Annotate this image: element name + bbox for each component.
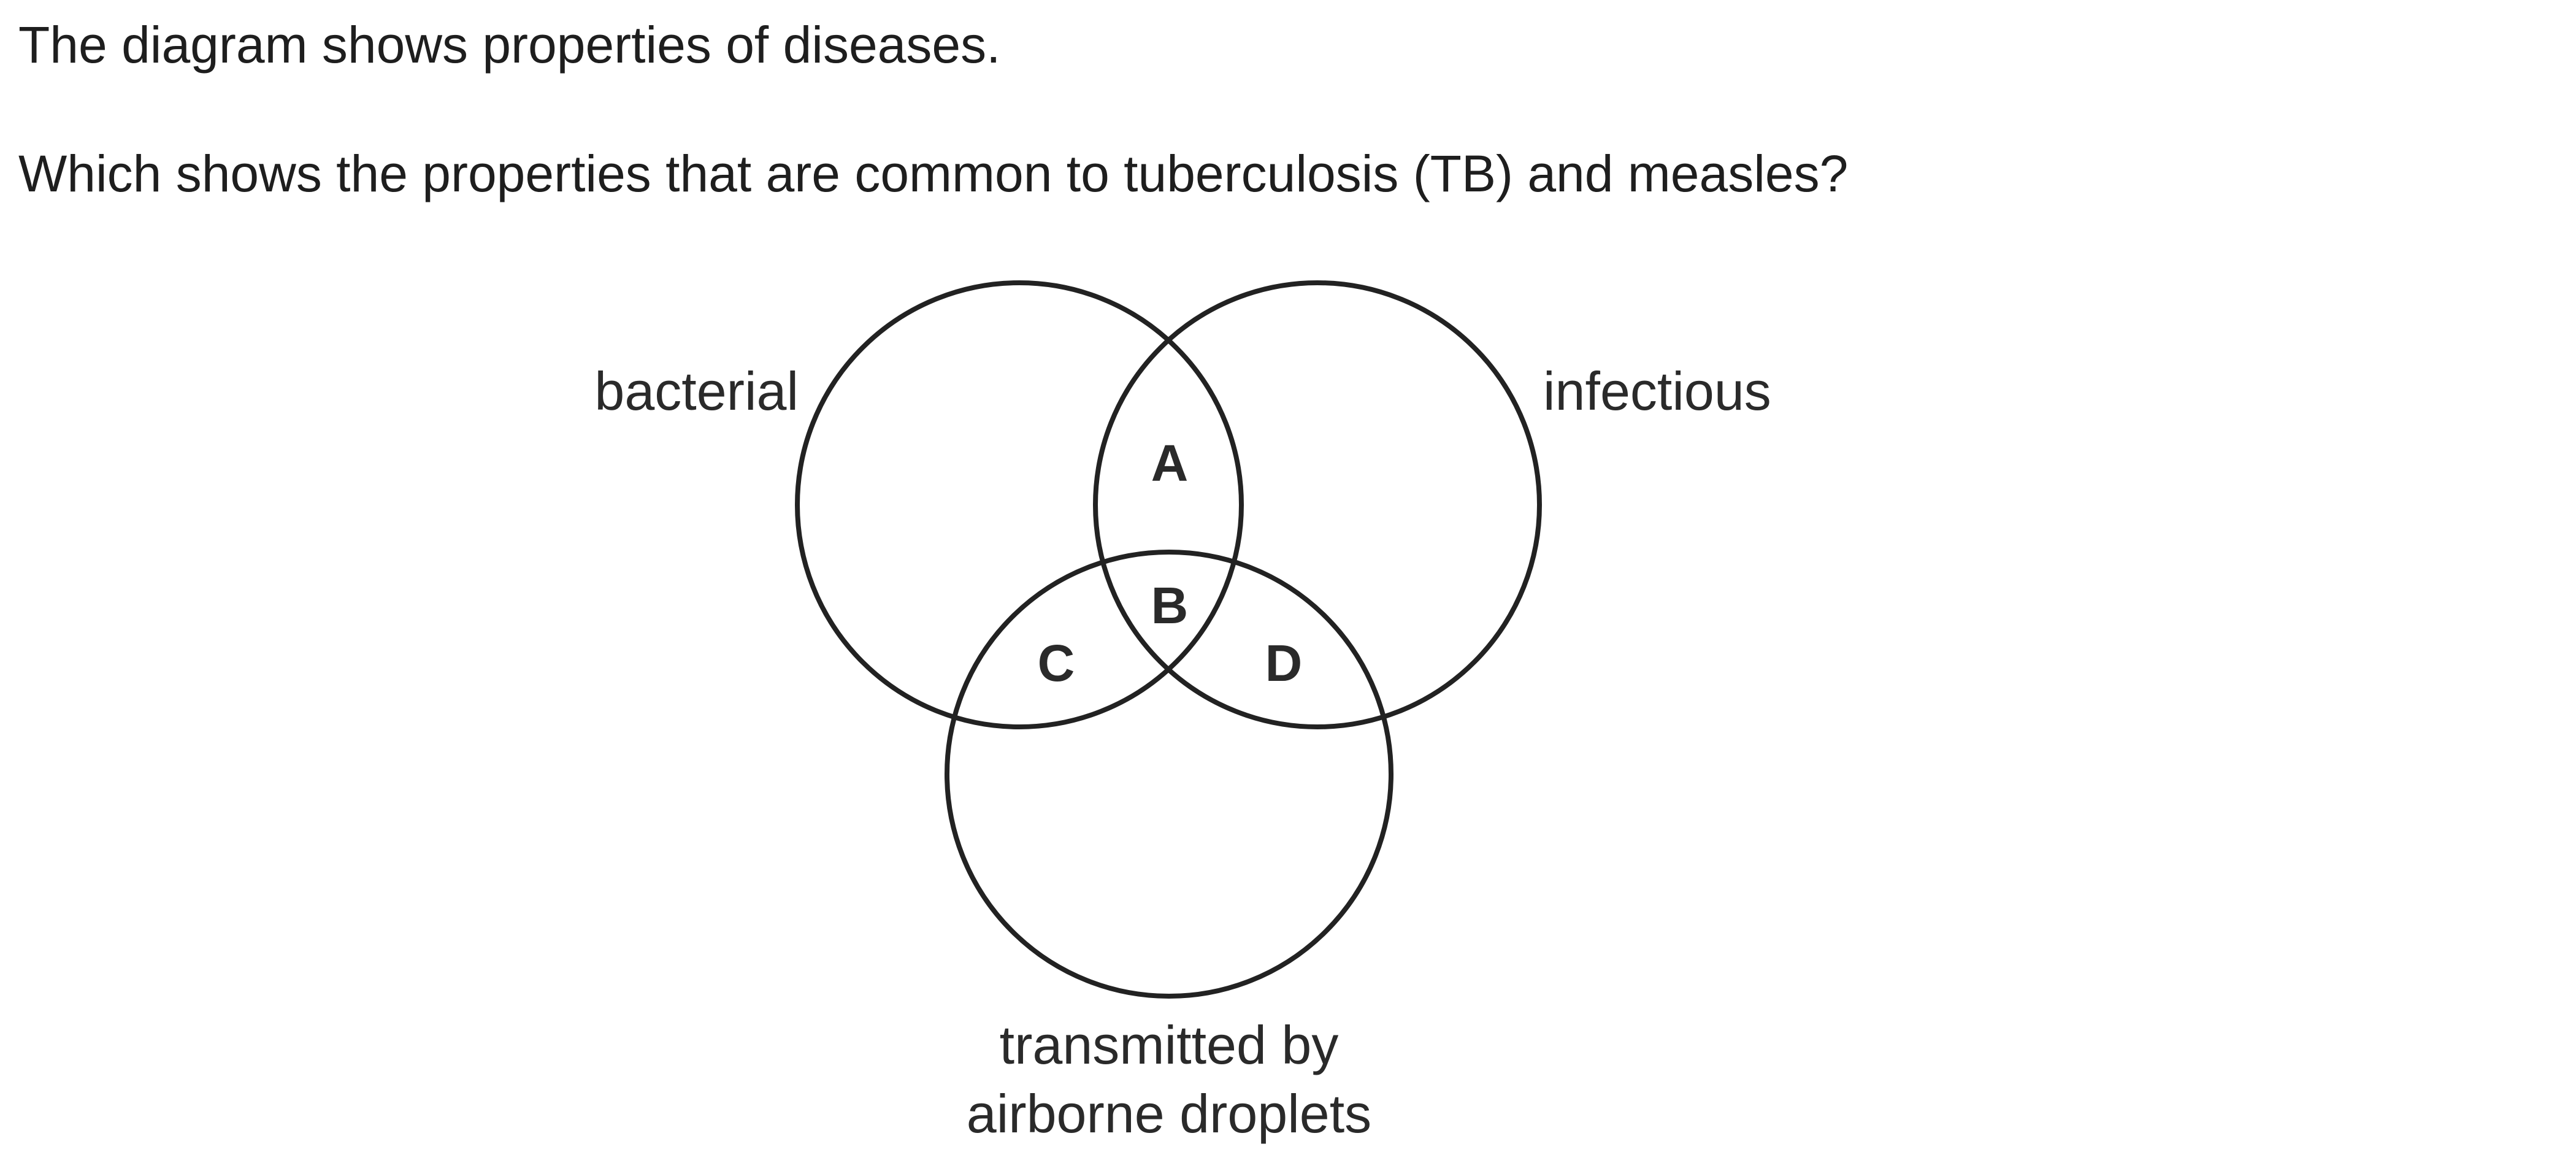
circle-infectious: [1093, 280, 1542, 729]
region-c: C: [1038, 634, 1075, 692]
circle-bacterial: [795, 280, 1244, 729]
intro-text: The diagram shows properties of diseases…: [18, 16, 1001, 74]
label-infectious: infectious: [1543, 361, 1771, 421]
region-b: B: [1151, 577, 1189, 634]
region-d: D: [1265, 634, 1303, 692]
region-a: A: [1151, 434, 1189, 492]
label-bacterial: bacterial: [594, 361, 799, 421]
label-airborne-line1: transmitted by: [1000, 1015, 1339, 1075]
circle-airborne: [945, 550, 1393, 999]
question-text: Which shows the properties that are comm…: [18, 145, 1849, 202]
label-airborne-line2: airborne droplets: [967, 1083, 1371, 1144]
